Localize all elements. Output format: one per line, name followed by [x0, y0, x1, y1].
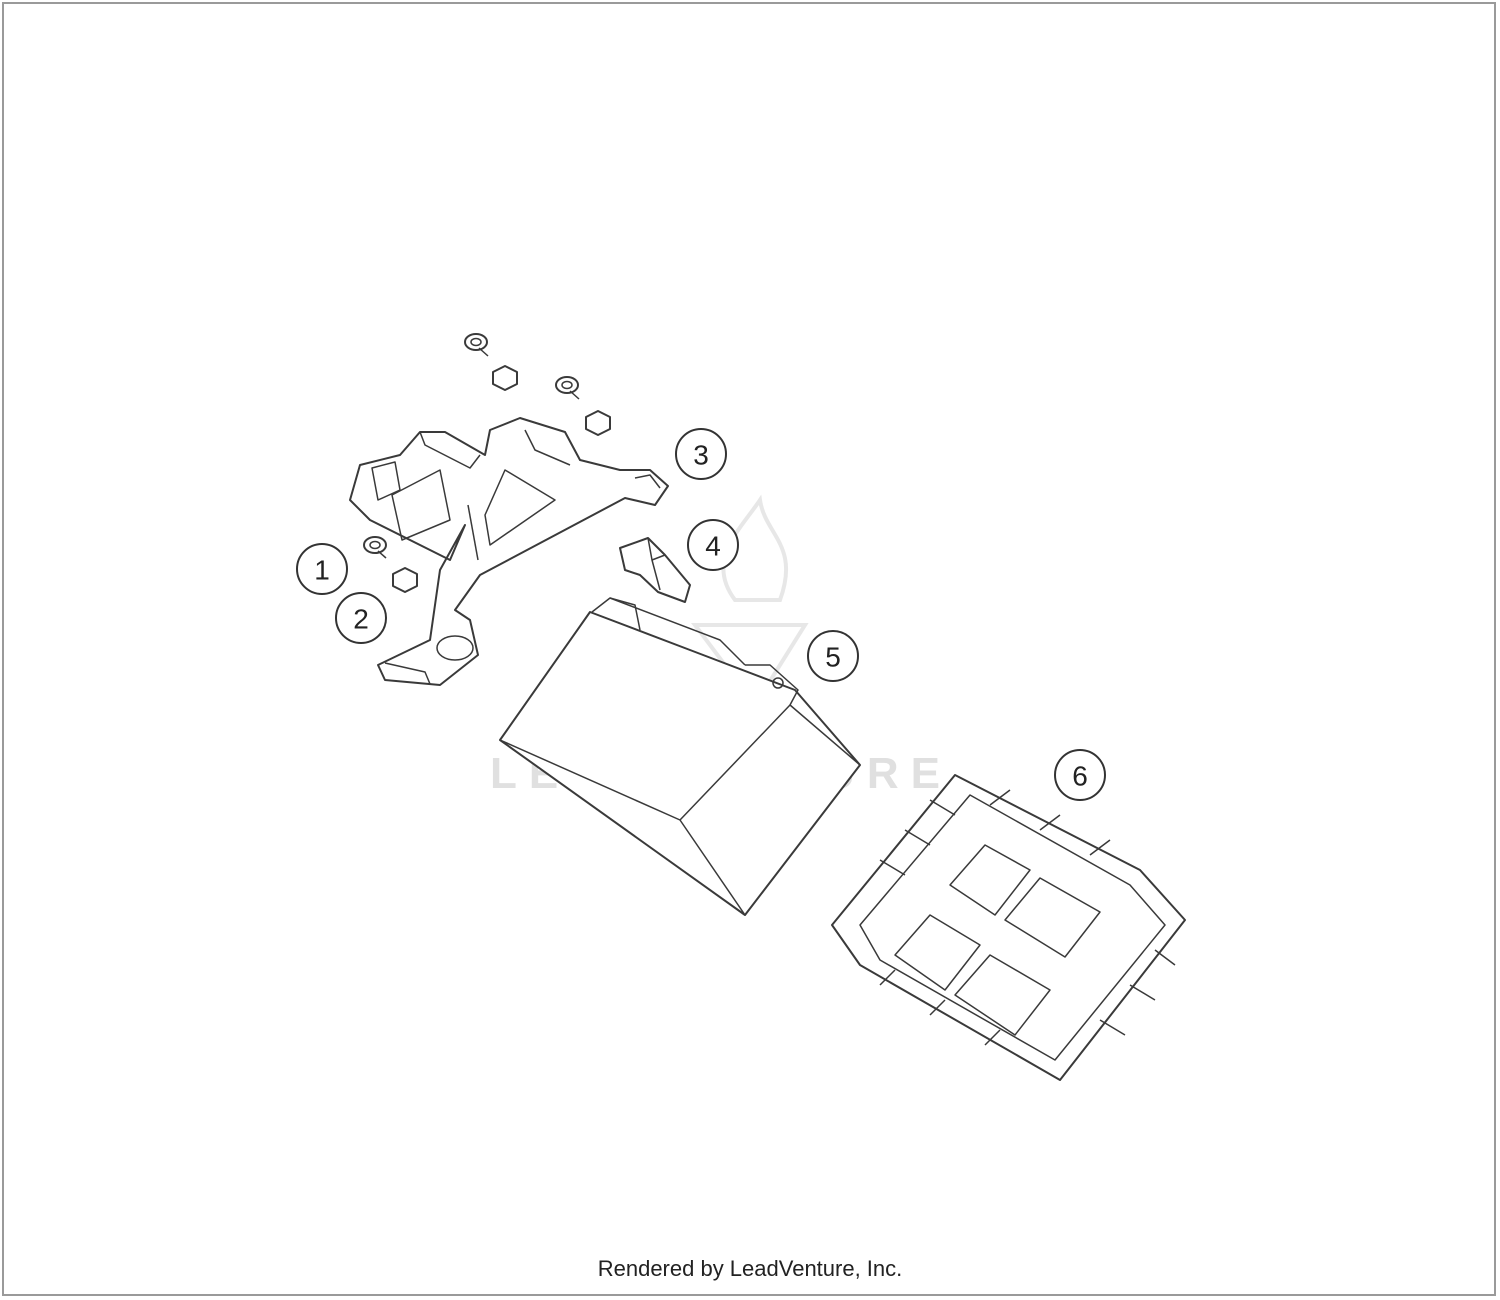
- callout-2-number: 2: [353, 604, 369, 635]
- callout-4: 4: [687, 519, 739, 571]
- callout-6-number: 6: [1072, 761, 1088, 792]
- terminal-cover: [619, 537, 691, 603]
- nut-top-left: [492, 365, 518, 391]
- callout-3-number: 3: [693, 440, 709, 471]
- nut-left: [392, 567, 418, 593]
- callout-1-number: 1: [314, 555, 330, 586]
- bolt-top-right: [555, 376, 580, 400]
- nut-top-right: [585, 410, 611, 436]
- battery: [499, 597, 861, 916]
- callout-4-number: 4: [705, 531, 721, 562]
- battery-holder-bracket: [349, 417, 669, 686]
- callout-2: 2: [335, 592, 387, 644]
- callout-1: 1: [296, 543, 348, 595]
- callout-6: 6: [1054, 749, 1106, 801]
- bolt-top-left: [464, 333, 489, 357]
- bolt-left: [363, 536, 387, 559]
- callout-5: 5: [807, 630, 859, 682]
- callout-5-number: 5: [825, 642, 841, 673]
- battery-rubber-pad: [831, 774, 1186, 1081]
- rendered-by-credit: Rendered by LeadVenture, Inc.: [597, 1256, 903, 1281]
- callout-3: 3: [675, 428, 727, 480]
